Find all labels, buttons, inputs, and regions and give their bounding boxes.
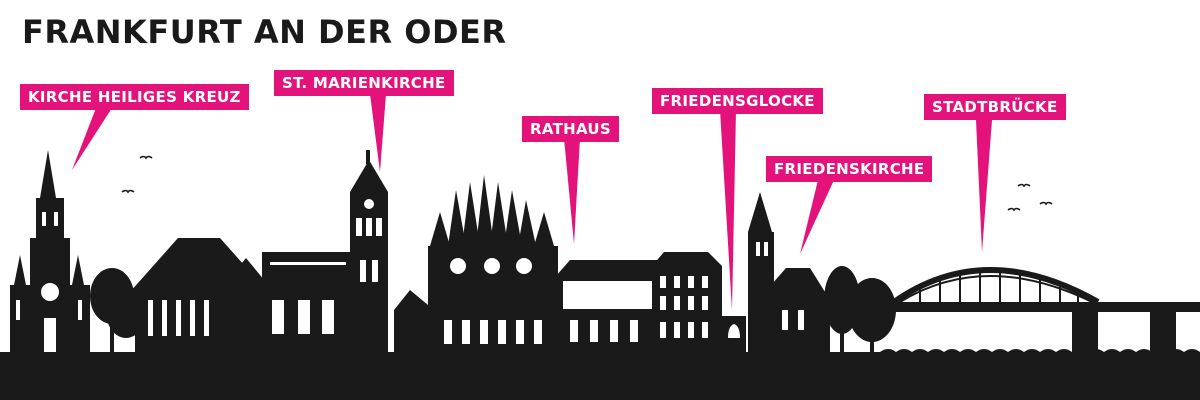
label-st-marienkirche: ST. MARIENKIRCHE [274,70,454,96]
st-marienkirche-silhouette [130,150,388,352]
buildings-center [556,252,722,352]
label-rathaus: RATHAUS [522,116,620,142]
stadtbruecke-silhouette [880,267,1200,352]
label-friedensglocke: FRIEDENSGLOCKE [652,88,823,114]
pointer-friedenskirche [800,180,834,254]
pointer-st-marienkirche [370,94,386,172]
callout-pointers [72,94,992,310]
friedensglocke-silhouette [722,316,746,352]
rathaus-silhouette [394,175,558,352]
kirche-heiliges-kreuz-silhouette [10,150,90,352]
birds [121,155,1053,212]
friedenskirche-silhouette [748,192,830,352]
pointer-stadtbruecke [976,120,992,252]
ground [0,352,1200,400]
label-kirche-heiliges-kreuz: KIRCHE HEILIGES KREUZ [20,84,249,110]
pointer-rathaus [564,138,580,244]
pointer-friedensglocke [720,110,736,310]
pointer-kirche-heiliges-kreuz [72,108,112,170]
trees-right [824,266,896,352]
label-friedenskirche: FRIEDENSKIRCHE [766,156,933,182]
page-title: FRANKFURT AN DER ODER [22,13,507,51]
label-stadtbruecke: STADTBRÜCKE [924,94,1066,120]
